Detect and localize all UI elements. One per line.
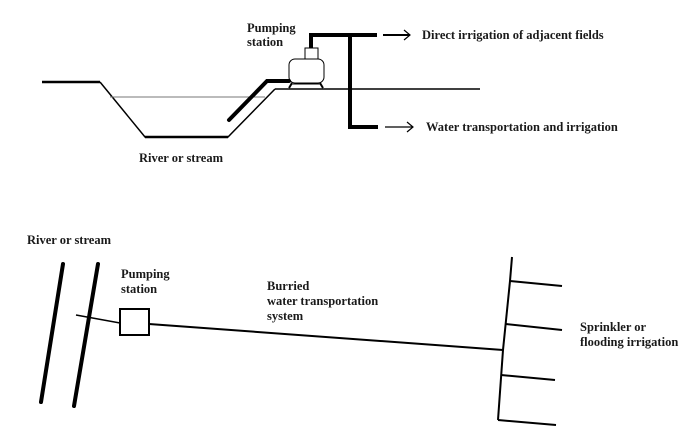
river-bank-left <box>39 262 65 404</box>
water-transport-label: Water transportation and irrigation <box>426 120 618 134</box>
river-banks-plan-view <box>39 262 100 408</box>
pumping-station-side-view <box>227 33 378 129</box>
pump-leg-left <box>288 82 293 89</box>
field-main-line <box>497 256 513 421</box>
river-bed <box>99 81 276 138</box>
river-cross-section <box>42 80 480 139</box>
lateral-2 <box>505 323 563 331</box>
pipeline-plan-view <box>75 256 563 426</box>
outlet-pipe <box>309 33 377 48</box>
arrow-head-transport <box>406 121 414 133</box>
sprinkler-label: Sprinkler or flooding irrigation <box>580 320 679 349</box>
river-bank-right <box>72 262 100 408</box>
lateral-3 <box>500 374 556 381</box>
buried-pipeline-label: Burried water transportation system <box>267 279 379 323</box>
buried-pipeline <box>148 323 504 351</box>
direct-irrigation-label: Direct irrigation of adjacent fields <box>422 28 604 42</box>
distribution-pipe <box>348 35 378 129</box>
river-label-top: River or stream <box>139 151 224 165</box>
pumping-station-box <box>119 308 150 336</box>
output-arrows <box>383 29 414 133</box>
pump-body <box>288 58 325 84</box>
lateral-1 <box>509 280 563 287</box>
intake-line <box>75 314 121 324</box>
river-label-bottom: River or stream <box>27 233 112 247</box>
pumping-station-label-bottom: Pumping station <box>121 267 170 296</box>
pumping-station-label-top: Pumping station <box>247 21 296 49</box>
lateral-4 <box>497 419 557 426</box>
pump-motor-box <box>304 47 319 60</box>
pump-leg-right <box>319 82 324 89</box>
intake-pipe <box>227 79 291 122</box>
arrow-head-direct <box>403 29 411 41</box>
